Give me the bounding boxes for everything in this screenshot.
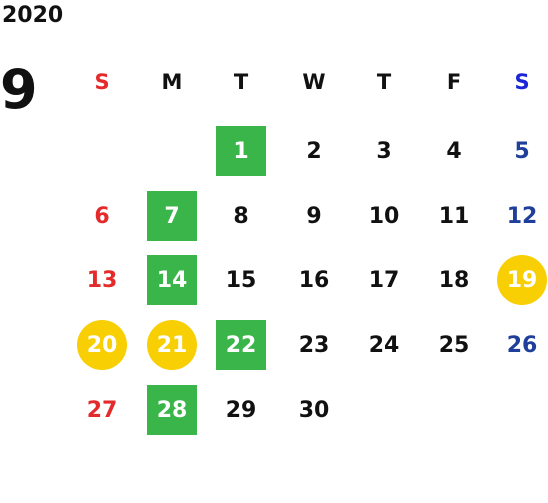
weekday-header: T [233, 70, 249, 94]
day-cell[interactable]: 7 [147, 191, 197, 241]
day-cell[interactable]: 19 [497, 255, 547, 305]
weekday-header: S [94, 70, 110, 94]
day-cell[interactable]: 4 [446, 138, 462, 164]
day-cell[interactable]: 26 [506, 332, 538, 358]
day-cell[interactable]: 11 [438, 203, 470, 229]
day-cell[interactable]: 16 [298, 267, 330, 293]
day-cell[interactable]: 12 [506, 203, 538, 229]
weekday-header: W [302, 70, 326, 94]
day-cell[interactable]: 2 [306, 138, 322, 164]
day-cell[interactable]: 17 [368, 267, 400, 293]
weekday-header: S [514, 70, 530, 94]
day-cell[interactable]: 8 [233, 203, 249, 229]
month-number: 9 [0, 58, 38, 121]
day-cell[interactable]: 13 [86, 267, 118, 293]
day-cell[interactable]: 20 [77, 320, 127, 370]
day-cell[interactable]: 22 [216, 320, 266, 370]
day-cell[interactable]: 1 [216, 126, 266, 176]
day-cell[interactable]: 28 [147, 385, 197, 435]
day-cell[interactable]: 23 [298, 332, 330, 358]
day-cell[interactable]: 25 [438, 332, 470, 358]
day-cell[interactable]: 6 [94, 203, 110, 229]
day-cell[interactable]: 10 [368, 203, 400, 229]
year-label: 2020 [2, 3, 64, 28]
day-cell[interactable]: 15 [225, 267, 257, 293]
day-cell[interactable]: 24 [368, 332, 400, 358]
weekday-header: M [161, 70, 183, 94]
day-cell[interactable]: 29 [225, 397, 257, 423]
day-cell[interactable]: 14 [147, 255, 197, 305]
day-cell[interactable]: 3 [376, 138, 392, 164]
weekday-header: T [376, 70, 392, 94]
day-cell[interactable]: 18 [438, 267, 470, 293]
day-cell[interactable]: 21 [147, 320, 197, 370]
day-cell[interactable]: 30 [298, 397, 330, 423]
weekday-header: F [446, 70, 462, 94]
day-cell[interactable]: 9 [306, 203, 322, 229]
day-cell[interactable]: 27 [86, 397, 118, 423]
day-cell[interactable]: 5 [514, 138, 530, 164]
